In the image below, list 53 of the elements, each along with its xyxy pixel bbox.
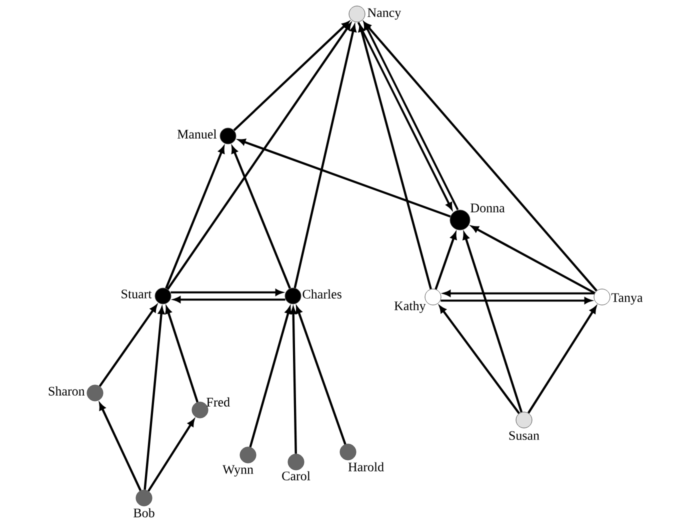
arrow	[98, 304, 158, 387]
person-node: Carol	[282, 454, 310, 480]
arrow	[144, 307, 165, 490]
arrow	[148, 419, 194, 492]
arrow	[165, 306, 198, 402]
arrow	[233, 21, 350, 132]
person-node: Harold	[340, 444, 384, 472]
person-node: Nancy	[348, 6, 402, 22]
arrow	[166, 23, 352, 290]
arrow	[170, 289, 282, 296]
arrow	[174, 296, 286, 303]
node-label: Wynn	[222, 465, 254, 477]
node-label: Donna	[470, 204, 505, 212]
arrow	[434, 232, 457, 290]
arrow	[294, 24, 356, 288]
node-label: Carol	[282, 471, 310, 480]
arrow	[471, 226, 596, 294]
node-label: Susan	[509, 431, 540, 440]
person-node: Charles	[284, 288, 342, 304]
node-label: Fred	[206, 397, 230, 407]
arrow	[358, 24, 432, 290]
node-label: Charles	[302, 289, 342, 299]
arrow	[364, 22, 598, 292]
node-label: Sharon	[48, 386, 85, 396]
node-label: Manuel	[177, 129, 217, 139]
arrow	[440, 297, 592, 304]
arrow	[231, 146, 291, 289]
node-label: Bob	[134, 508, 154, 518]
arrow	[439, 306, 520, 414]
person-node: Kathy	[394, 288, 442, 313]
person-node: Manuel	[177, 128, 236, 144]
node-label: Nancy	[368, 8, 402, 20]
person-node: Stuart	[122, 288, 172, 304]
person-node: Sharon	[48, 384, 104, 402]
arrow	[165, 146, 225, 289]
arrow	[296, 306, 346, 445]
arrow	[238, 138, 451, 218]
person-node: Tanya	[594, 288, 643, 306]
arrow	[290, 307, 297, 454]
arrow	[462, 232, 523, 412]
person-node: Susan	[509, 412, 540, 440]
arrow	[249, 306, 292, 448]
person-node: Bob	[134, 490, 154, 518]
person-node: Fred	[192, 397, 230, 418]
person-node: Wynn	[222, 446, 256, 476]
arrow	[444, 290, 594, 297]
person-node: Donna	[450, 204, 505, 230]
arrow	[99, 403, 142, 491]
node-label: Tanya	[611, 293, 643, 305]
node-label: Harold	[348, 462, 384, 472]
arrow	[528, 306, 596, 414]
node-label: Stuart	[122, 290, 152, 298]
node-label: Kathy	[394, 301, 426, 313]
